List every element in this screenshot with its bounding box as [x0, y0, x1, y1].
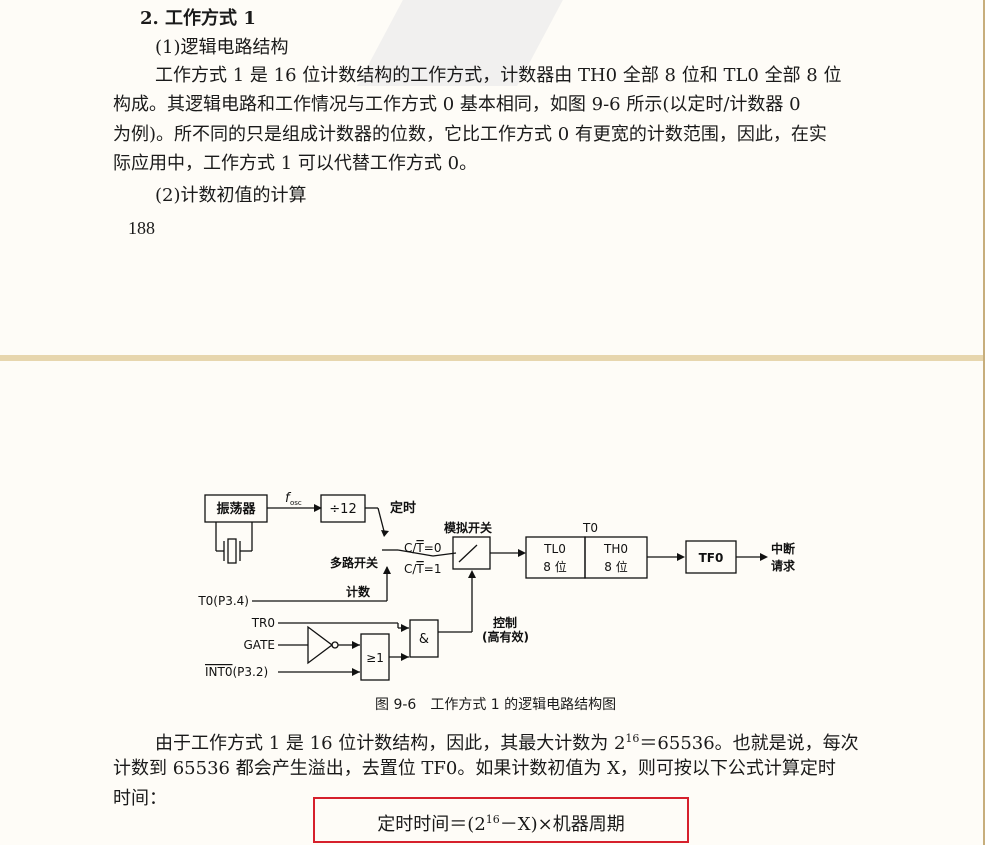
tf0-label: TF0 [699, 551, 724, 565]
timing-formula: 定时时间＝(216－X)×机器周期 [377, 813, 625, 835]
mux-label: 多路开关 [330, 555, 378, 570]
timing-label: 定时 [389, 500, 416, 516]
interrupt-label-2: 请求 [771, 558, 796, 573]
th0-bits: 8 位 [604, 559, 627, 574]
interrupt-label-1: 中断 [771, 541, 795, 556]
paragraph-line-1: 工作方式 1 是 16 位计数结构的工作方式，计数器由 TH0 全部 8 位和 … [155, 65, 842, 86]
paragraph-line-3: 为例)。所不同的只是组成计数器的位数，它比工作方式 0 有更宽的计数范围，因此，… [113, 124, 827, 145]
page-number: 188 [128, 218, 155, 238]
analog-switch-box [452, 536, 491, 570]
paragraph-line-4: 际应用中，工作方式 1 可以代替工作方式 0。 [113, 153, 478, 174]
fosc-sub: osc [290, 499, 302, 507]
figure-caption: 图 9-6 工作方式 1 的逻辑电路结构图 [375, 697, 617, 713]
formula-box: 定时时间＝(216－X)×机器周期 [313, 797, 689, 843]
body-line-2: 计数到 65536 都会产生溢出，去置位 TF0。如果计数初值为 X，则可按以下… [113, 758, 836, 779]
ct0-label: C/T=0 [404, 541, 441, 555]
divider-label: ÷12 [329, 502, 356, 517]
active-high-label: (高有效) [482, 629, 529, 644]
control-label: 控制 [493, 615, 517, 630]
scrollbar-edge [983, 0, 985, 845]
and-gate-box [409, 619, 439, 658]
body-line-1: 由于工作方式 1 是 16 位计数结构，因此，其最大计数为 216＝65536。… [155, 732, 859, 754]
page-divider [0, 355, 985, 361]
ct1-label: C/T=1 [404, 562, 441, 576]
int0-label: INT0(P3.2) [205, 665, 268, 679]
tl0-label: TL0 [543, 542, 566, 556]
oscillator-label: 振荡器 [216, 501, 256, 517]
t0-pin-label: T0(P3.4) [197, 594, 249, 608]
gate-label: GATE [244, 638, 276, 652]
tr0-label: TR0 [251, 616, 275, 630]
subheading-structure: (1)逻辑电路结构 [155, 37, 289, 58]
th0-label: TH0 [603, 542, 628, 556]
fosc-label: f [285, 491, 292, 506]
not-gate [307, 625, 334, 665]
body-line-3: 时间： [113, 788, 167, 809]
section-heading: 2. 工作方式 1 [140, 8, 256, 29]
and-gate-label: & [419, 632, 429, 647]
subheading-initial-value: (2)计数初值的计算 [155, 185, 307, 206]
page-bottom [0, 361, 985, 845]
or-gate-label: ≥1 [366, 651, 384, 665]
counting-label: 计数 [346, 584, 371, 599]
t0-title: T0 [582, 521, 598, 535]
tl0-bits: 8 位 [543, 559, 566, 574]
paragraph-line-2: 构成。其逻辑电路和工作情况与工作方式 0 基本相同，如图 9-6 所示(以定时/… [113, 94, 801, 115]
analog-switch-label: 模拟开关 [444, 520, 492, 535]
